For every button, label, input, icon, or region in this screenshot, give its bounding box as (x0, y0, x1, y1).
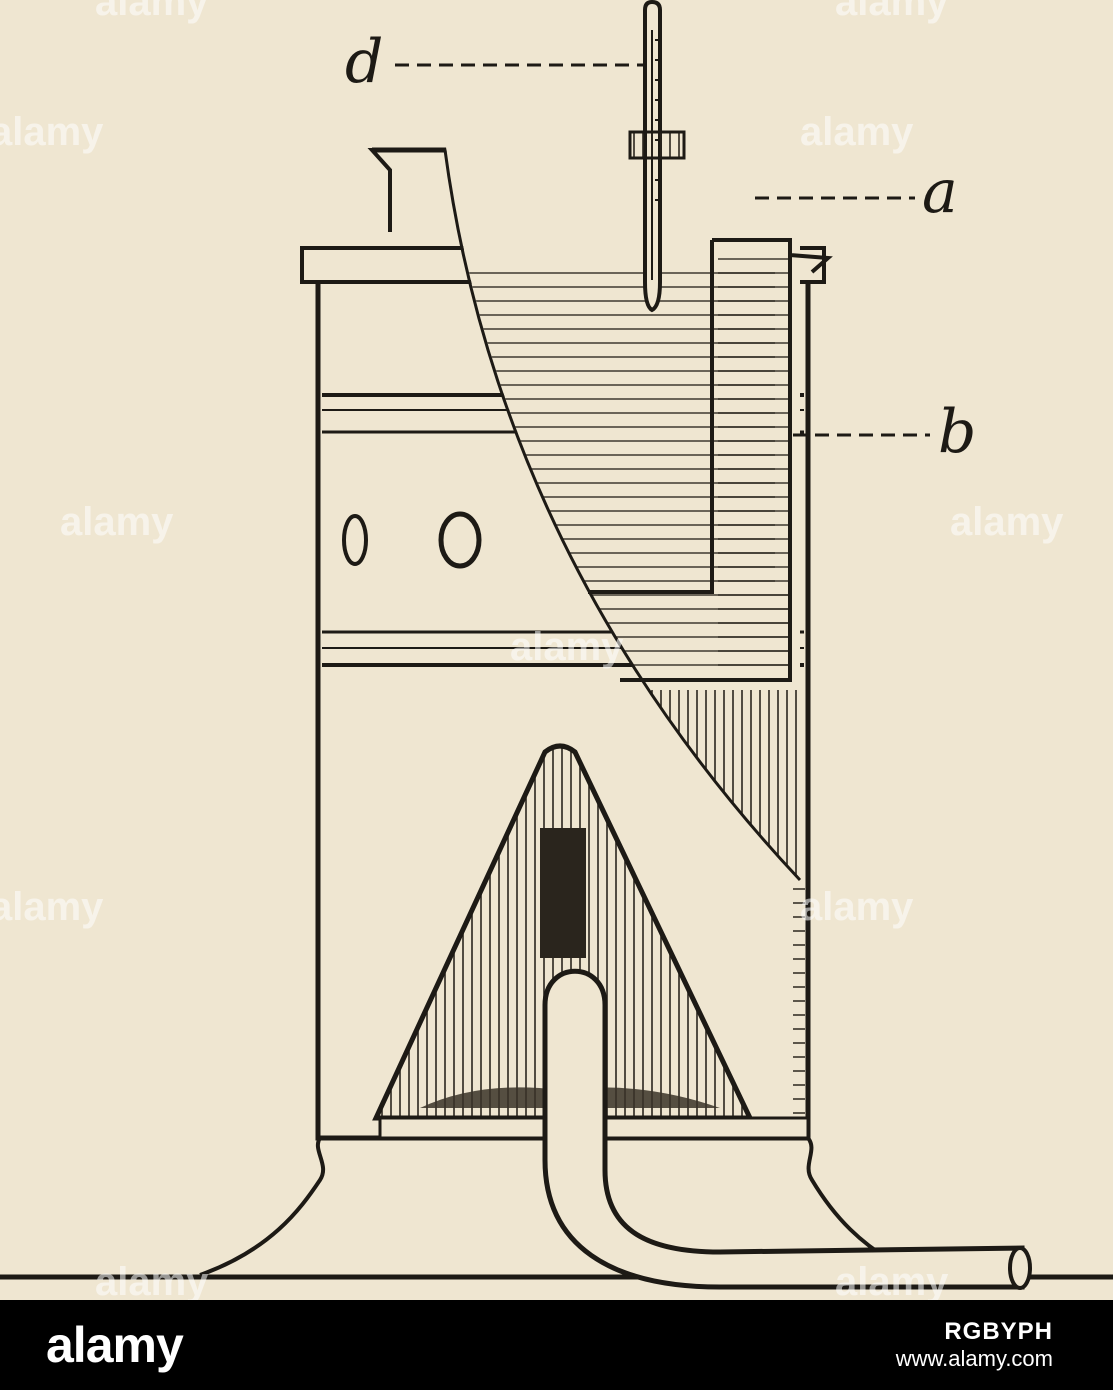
stock-footer-bar: alamy RGBYPH www.alamy.com (0, 1300, 1113, 1390)
site-url: www.alamy.com (895, 1346, 1053, 1371)
watermark: alamy (95, 0, 209, 24)
watermark: alamy (0, 110, 104, 154)
air-hole-right (438, 511, 482, 569)
label-b: b (938, 397, 976, 467)
watermark: alamy (835, 1260, 949, 1300)
apparatus-diagram: d a b alamy alamy alamy alamy alamy alam… (0, 0, 1113, 1300)
image-id: RGBYPH (944, 1318, 1053, 1345)
watermark: alamy (60, 500, 174, 544)
watermark: alamy (800, 110, 914, 154)
label-d: d (345, 27, 383, 97)
watermark: alamy (510, 625, 624, 669)
watermark: alamy (950, 500, 1064, 544)
watermark: alamy (0, 885, 104, 929)
alamy-logo: alamy (46, 1317, 184, 1373)
cutaway-section (445, 140, 800, 880)
water-bath-wall (620, 255, 792, 682)
gas-tube (542, 968, 1025, 1290)
footer-info: RGBYPH www.alamy.com (896, 1318, 1053, 1372)
watermark: alamy (800, 885, 914, 929)
tube-opening (1008, 1246, 1032, 1290)
cutaway-edge (443, 149, 802, 882)
thermometer-cork (628, 130, 686, 160)
watermark: alamy (835, 0, 949, 24)
inner-vessel-wall (588, 240, 714, 594)
air-hole-left (342, 514, 368, 566)
watermark: alamy (95, 1260, 209, 1300)
diagram-plate: d a b alamy alamy alamy alamy alamy alam… (0, 0, 1113, 1300)
label-a: a (922, 157, 958, 227)
burner-core (540, 828, 586, 958)
